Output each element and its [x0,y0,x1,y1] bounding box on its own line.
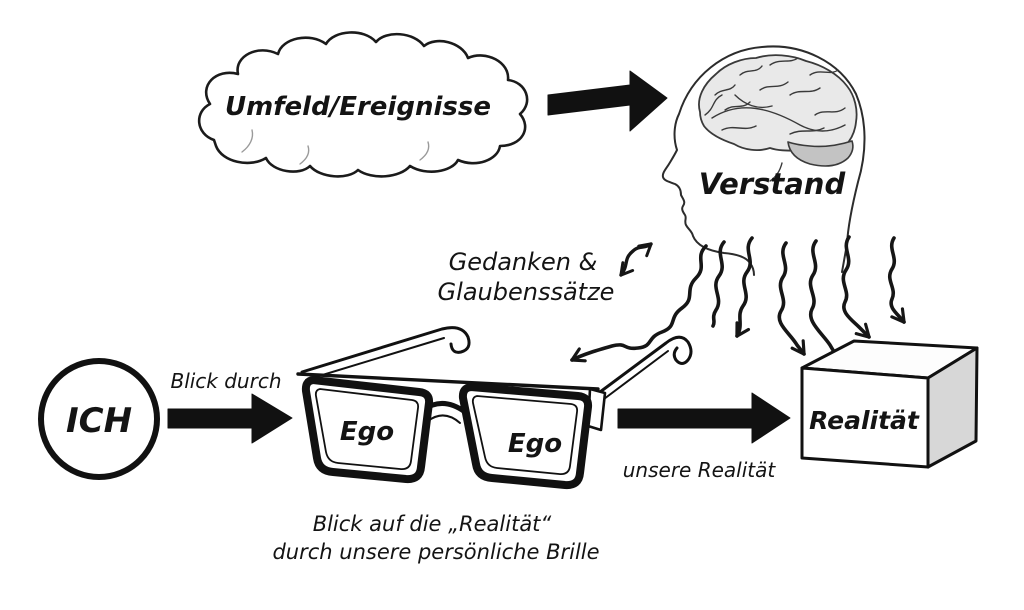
brainstem [769,162,783,182]
cloud-texture-stroke [419,141,430,161]
thoughts-double-wavy-arrow [619,242,653,277]
self-node: ICH [38,358,160,480]
glasses-left-lens-inner [314,388,420,470]
reality-arrow [617,392,791,444]
cloud-to-head-arrow [547,70,668,132]
thoughts-label-line2: Glaubenssätze [438,278,615,306]
reality-box-label: Realität [809,406,920,435]
wavy-arrows-group [570,235,906,366]
head-outline [661,45,866,276]
glasses-left-temple-inner [305,337,445,381]
glasses-brow-bar [296,372,600,391]
brain-folds [704,57,846,135]
right-lens-label: Ego [508,429,562,459]
view-through-label: Blick durch [170,369,281,393]
caption-group: Blick auf die „Realität“ durch unsere pe… [272,512,599,564]
self-circle [38,358,160,480]
caption-line1: Blick auf die „Realität“ [313,512,552,536]
glasses-right-lens [458,383,593,490]
wavy-arrow-down [808,239,843,366]
self-label: ICH [66,401,132,441]
cerebellum [787,140,854,167]
wavy-arrow-down [735,236,754,338]
left-lens-label: Ego [340,417,394,447]
wavy-arrow-to-glasses [570,244,708,363]
glasses-right-temple-inner [603,350,669,400]
view-through-arrow-group: Blick durch [167,369,293,444]
wavy-arrow-down [777,241,806,356]
wavy-arrow-down [711,240,726,328]
cloud-label: Umfeld/Ereignisse [225,92,491,122]
reality-box-group: Realität [800,339,979,469]
head-profile: Verstand [661,45,866,276]
glasses-group: Ego Ego [296,326,693,490]
cloud-shape [197,31,529,178]
caption-line2: durch unsere persönliche Brille [272,540,599,564]
thoughts-label-group: Gedanken & Glaubenssätze [438,242,653,306]
reality-arrow-group: unsere Realität [617,392,791,482]
environment-cloud: Umfeld/Ereignisse [197,31,529,178]
view-through-arrow [167,393,293,444]
brain [698,54,858,153]
glasses-bridge-inner [427,414,461,424]
glasses-left-lens [301,376,434,484]
reality-box-front-face [800,366,930,469]
glasses-right-temple [598,335,693,394]
cloud-texture-stroke [241,129,254,153]
glasses-right-lens-inner [471,395,579,475]
wavy-arrow-down [887,236,906,324]
thoughts-label-line1: Gedanken & [449,248,598,276]
reality-arrow-label: unsere Realität [623,458,777,482]
head-label: Verstand [699,167,846,201]
glasses-left-temple [300,326,471,374]
wavy-arrow-down [841,235,871,339]
cloud-texture-stroke [299,145,310,165]
